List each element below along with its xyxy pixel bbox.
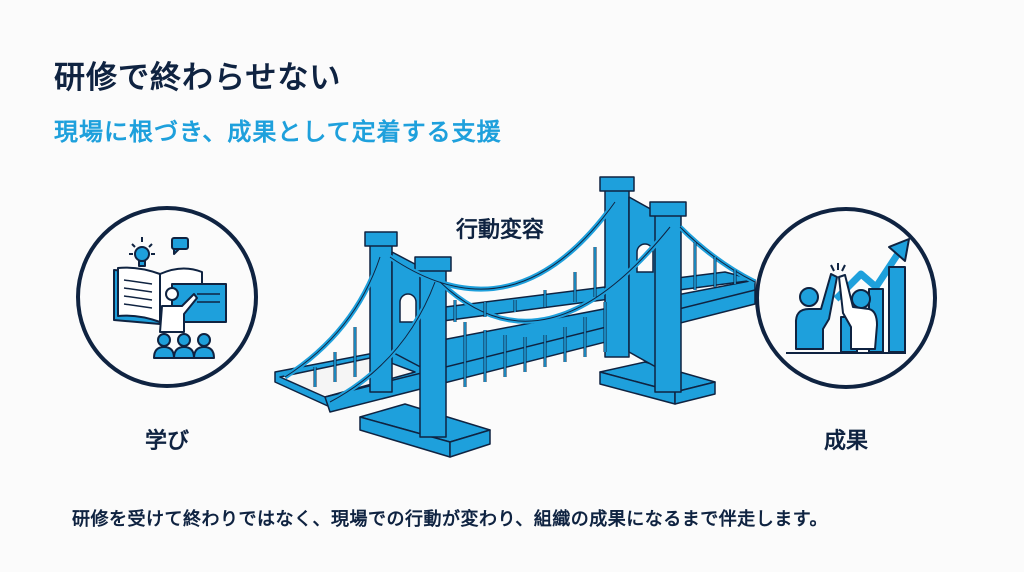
classroom-learning-icon: [113, 237, 227, 359]
bridge-label: 行動変容: [456, 218, 545, 243]
suspension-bridge-icon: [274, 176, 757, 458]
page-title: 研修で終わらせない: [54, 60, 342, 96]
results-node: [755, 207, 937, 389]
footer-description: 研修を受けて終わりではなく、現場での行動が変わり、組織の成果になるまで伴走します…: [72, 509, 828, 530]
growth-results-icon: [786, 238, 910, 354]
page-subtitle: 現場に根づき、成果として定着する支援: [54, 118, 502, 146]
results-label: 成果: [824, 429, 869, 454]
learning-label: 学び: [145, 429, 190, 454]
learning-node: [76, 206, 258, 388]
